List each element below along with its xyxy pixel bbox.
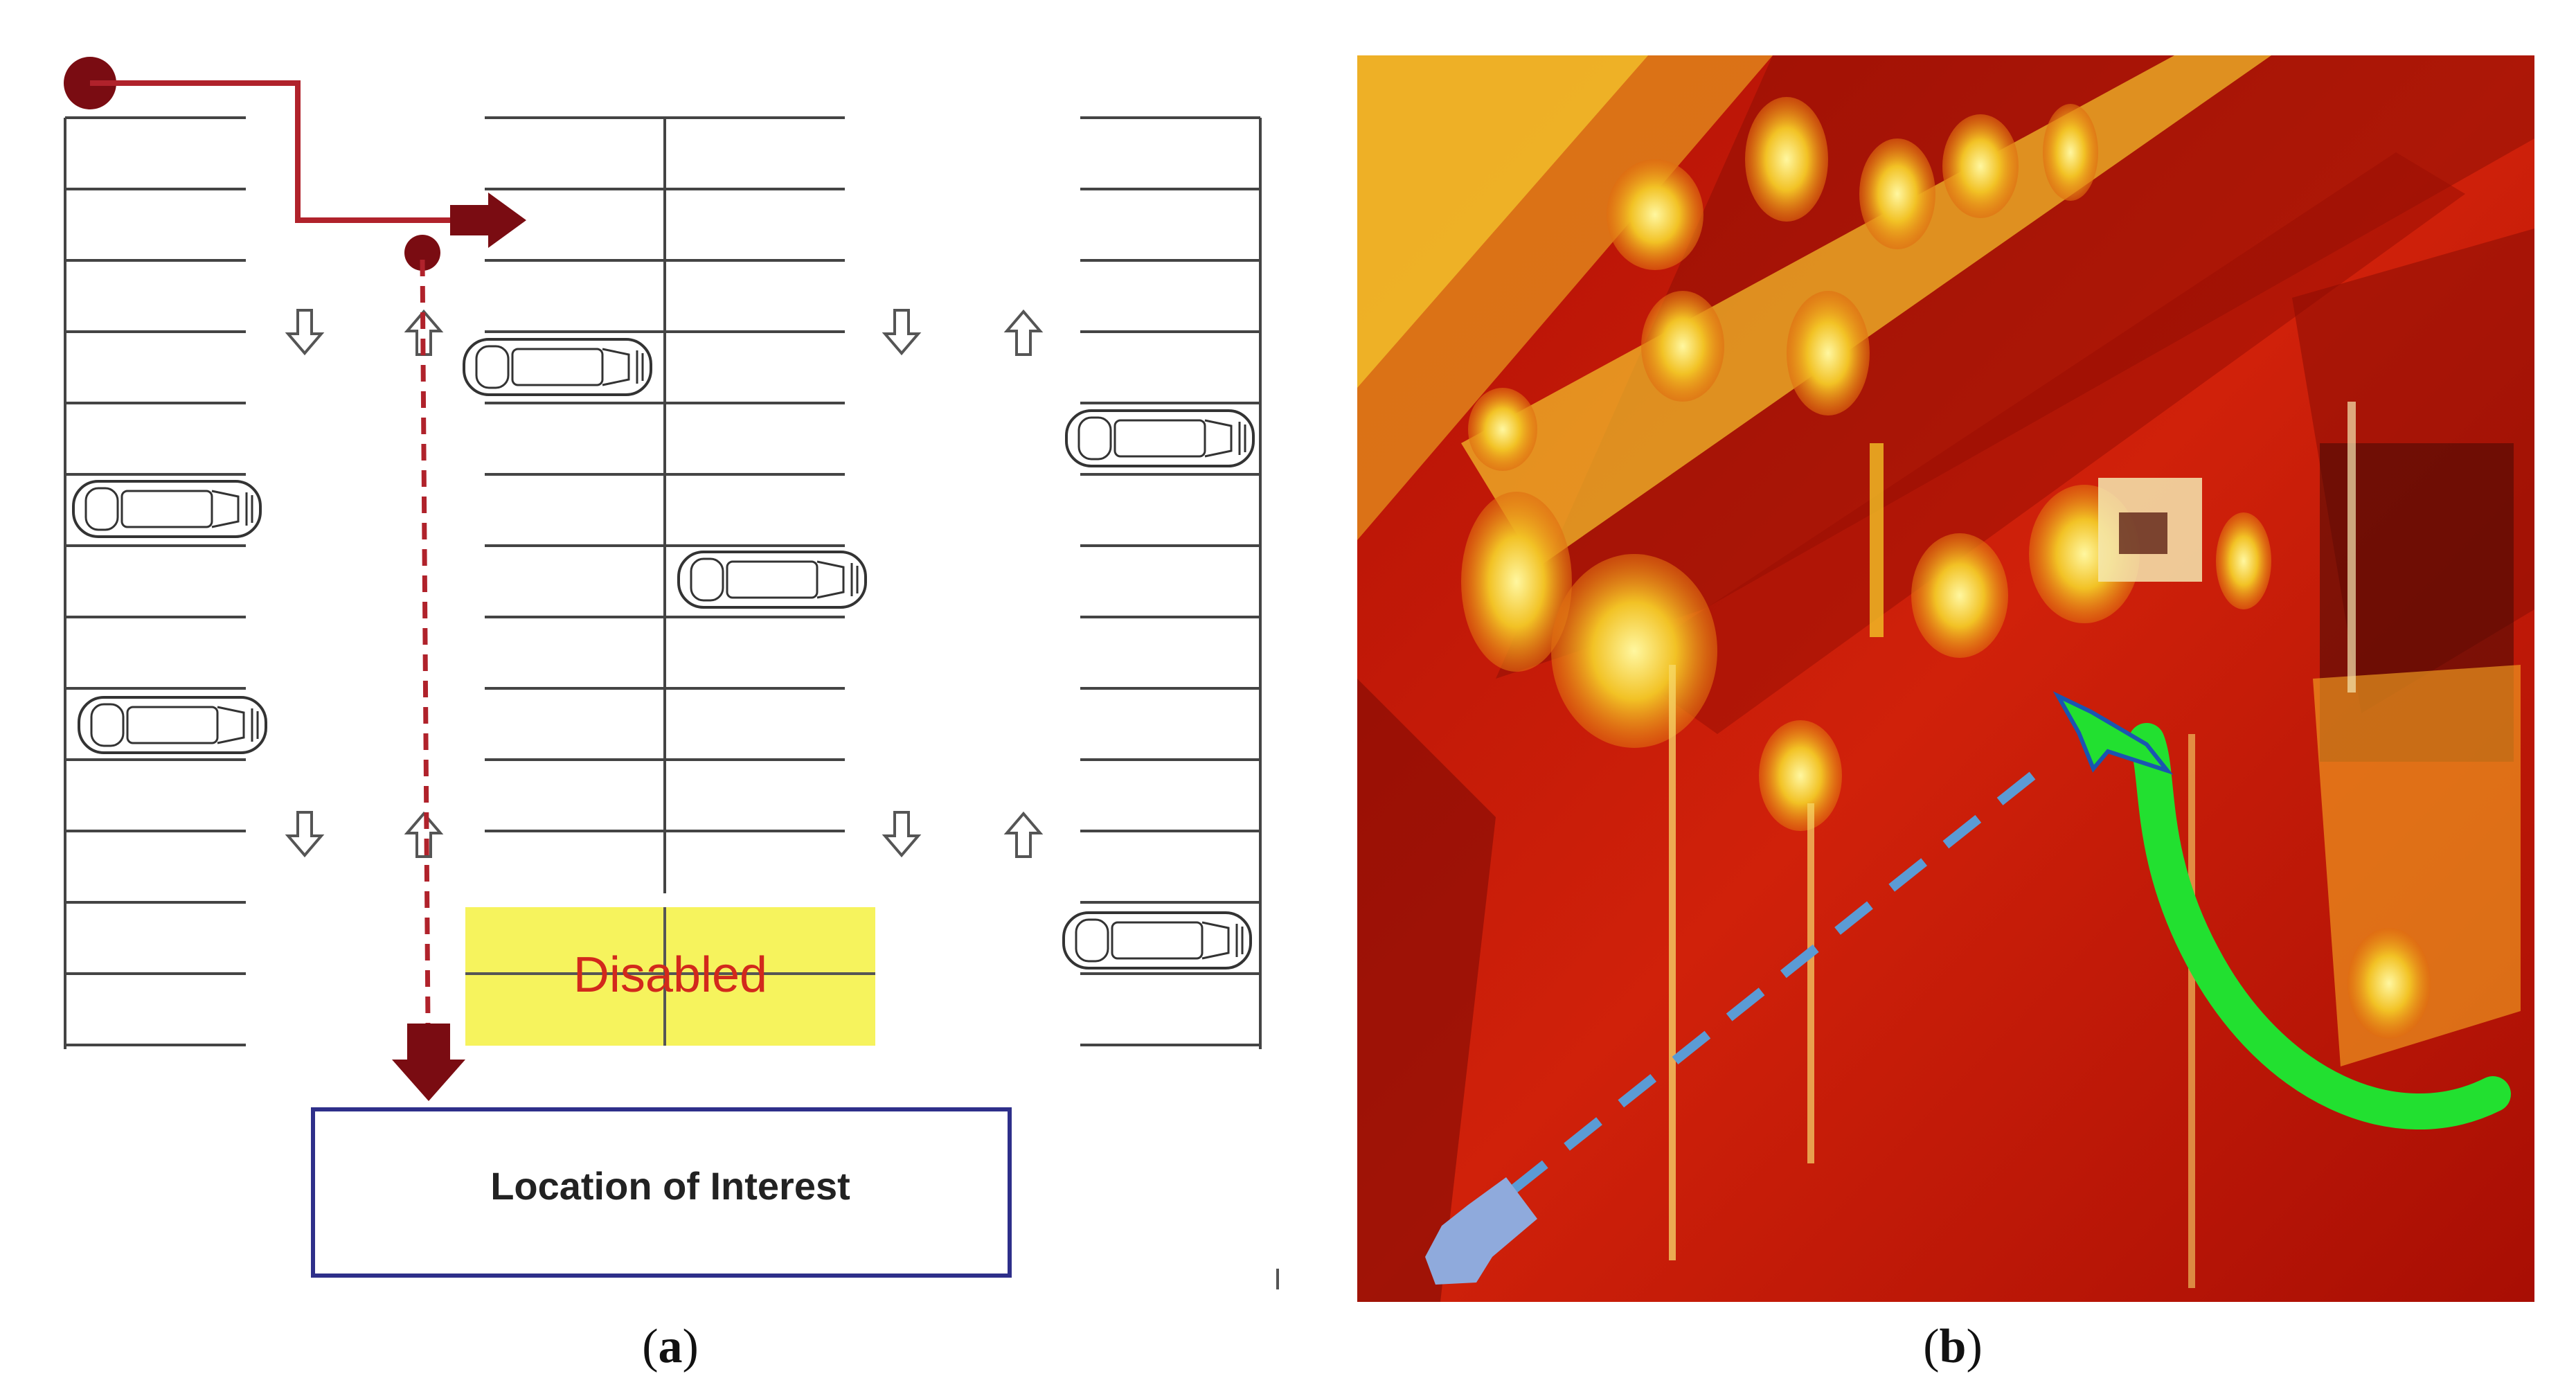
walk-start-dot-icon <box>404 235 440 271</box>
left-stall-column <box>64 116 246 1049</box>
walking-route <box>392 235 465 1101</box>
car-icon <box>1062 911 1252 970</box>
middle-stall-column <box>485 116 845 893</box>
location-of-interest-box: Location of Interest <box>311 1107 1012 1278</box>
driving-route <box>64 57 526 248</box>
car-icon <box>72 480 262 538</box>
hot-objects <box>1461 97 2356 1288</box>
caption-a: (a) <box>642 1320 699 1373</box>
panel-a-parking-diagram: Disabled Location of Interest <box>64 57 1279 1289</box>
blue-dashed-route <box>1425 771 2036 1285</box>
blue-arrow-icon <box>1425 1177 1537 1285</box>
car-icon <box>463 338 652 396</box>
up-arrow-icon <box>1005 812 1041 858</box>
right-arrow-icon <box>450 193 526 248</box>
car-icon <box>1065 409 1255 467</box>
panel-b-thermal-image <box>1357 55 2534 1302</box>
caption-a-letter: a <box>658 1320 683 1373</box>
down-arrow-icon <box>287 811 323 857</box>
caption-b: (b) <box>1923 1320 1983 1373</box>
up-arrow-icon <box>406 812 442 858</box>
car-icon <box>78 696 267 754</box>
car-icon <box>677 551 867 609</box>
disabled-area: Disabled <box>465 907 875 1046</box>
location-label: Location of Interest <box>490 1164 850 1208</box>
down-route-arrow-icon <box>392 1024 465 1101</box>
down-arrow-icon <box>287 309 323 355</box>
disabled-label: Disabled <box>573 947 767 1003</box>
green-arrow-icon <box>2052 691 2174 775</box>
green-trajectory <box>2052 691 2511 1129</box>
caption-b-letter: b <box>1939 1320 1967 1373</box>
down-arrow-icon <box>884 811 920 857</box>
right-stall-column <box>1080 116 1262 1049</box>
down-arrow-icon <box>884 309 920 355</box>
up-arrow-icon <box>1005 310 1041 356</box>
